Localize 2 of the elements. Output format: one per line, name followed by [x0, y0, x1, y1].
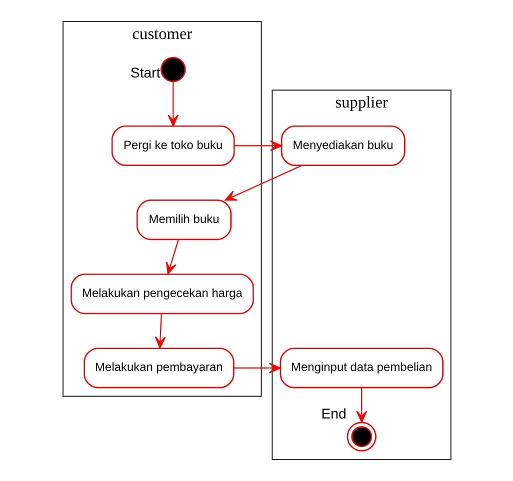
node-label: Start: [130, 66, 160, 82]
node-label: End: [320, 406, 346, 423]
